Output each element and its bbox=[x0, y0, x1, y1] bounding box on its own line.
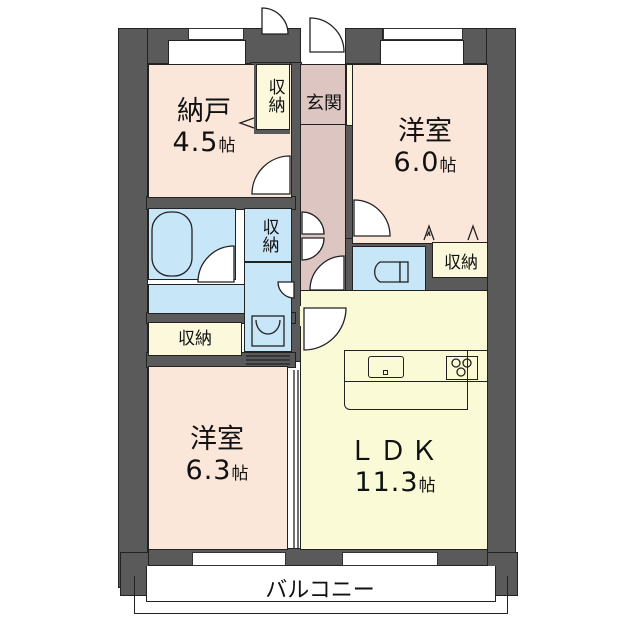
room-entrance bbox=[300, 64, 346, 126]
room-size: 11.3帖 bbox=[354, 467, 436, 499]
balcony-outer bbox=[134, 576, 508, 614]
room-label-nando: 納戸 4.5帖 bbox=[164, 96, 244, 158]
room-size: 4.5帖 bbox=[172, 127, 236, 159]
room-yoshitsu-2 bbox=[148, 366, 288, 550]
label-storage-center: 収納 bbox=[258, 218, 279, 254]
label-storage-nando: 収納 bbox=[264, 78, 285, 114]
room-name: 洋室 bbox=[190, 424, 244, 455]
room-label-yoshitsu-1: 洋室 6.0帖 bbox=[380, 116, 470, 178]
washbasin bbox=[251, 315, 285, 347]
door-swing-entrance bbox=[309, 17, 345, 53]
balcony-inner bbox=[146, 566, 496, 602]
door-swing-storage-a bbox=[301, 211, 325, 235]
door-swing-ldk bbox=[303, 307, 347, 351]
label-storage-yoshitsu1: 収納 bbox=[444, 253, 478, 273]
door-swing-washroom bbox=[277, 281, 295, 299]
stove bbox=[446, 356, 478, 380]
outer-wall-left bbox=[118, 28, 148, 588]
door-swing-nando bbox=[251, 155, 291, 195]
room-name: ＬＤＫ bbox=[348, 436, 442, 467]
window-bottom-ldk bbox=[342, 552, 438, 566]
room-size: 6.3帖 bbox=[185, 455, 249, 487]
window-top-yoshitsu1 bbox=[383, 28, 463, 40]
kitchen-sink-drain bbox=[383, 370, 388, 375]
window-sill-yoshitsu1 bbox=[380, 40, 464, 66]
window-top-nando bbox=[188, 28, 244, 40]
storage-nando bbox=[256, 64, 290, 130]
toilet bbox=[374, 261, 401, 283]
door-swing-top-storage bbox=[261, 7, 289, 35]
door-swing-yoshitsu1 bbox=[353, 199, 391, 237]
wall-top-center bbox=[345, 28, 383, 64]
storage-left bbox=[148, 322, 242, 356]
burner-1 bbox=[451, 358, 461, 368]
door-swing-toilet bbox=[309, 255, 345, 291]
label-balcony: バルコニー bbox=[265, 578, 375, 603]
label-entrance: 玄関 bbox=[306, 93, 342, 114]
room-name: 洋室 bbox=[398, 116, 452, 147]
room-label-ldk: ＬＤＫ 11.3帖 bbox=[340, 436, 450, 498]
bathtub bbox=[151, 211, 193, 277]
door-swing-bath bbox=[197, 245, 235, 283]
burner-2 bbox=[462, 358, 472, 368]
room-label-yoshitsu-2: 洋室 6.3帖 bbox=[172, 424, 262, 486]
window-bottom-yoshitsu2 bbox=[192, 552, 286, 566]
storage-yoshitsu-1 bbox=[432, 242, 488, 278]
door-swing-storage-b bbox=[301, 237, 325, 261]
kitchen-sink bbox=[368, 356, 404, 378]
burner-3 bbox=[456, 367, 466, 377]
storage-center bbox=[244, 208, 292, 262]
kitchen-peninsula bbox=[344, 350, 468, 410]
room-name: 納戸 bbox=[177, 96, 231, 127]
label-storage-left: 収納 bbox=[178, 329, 212, 349]
room-size: 6.0帖 bbox=[393, 147, 457, 179]
